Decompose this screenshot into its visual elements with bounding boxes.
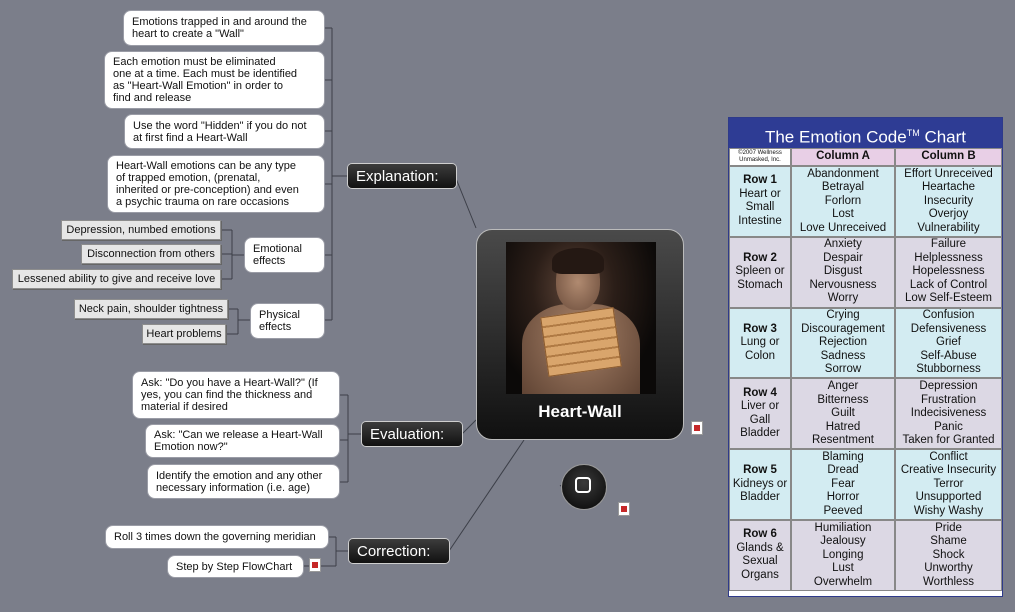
row-label-6: Row 6 Glands & Sexual Organs: [729, 520, 791, 591]
branch-evaluation[interactable]: Evaluation:: [362, 422, 462, 446]
floating-topic-node[interactable]: [561, 464, 607, 510]
row-1-column-b: Effort Unreceived Heartache Insecurity O…: [895, 166, 1002, 237]
chart-title-text: The Emotion Code: [764, 127, 907, 147]
emotional-effects-node[interactable]: Emotional effects: [244, 237, 325, 273]
heart-wall-photo: [506, 242, 656, 394]
chart-copyright: ©2007 Wellness Unmasked, Inc.: [729, 148, 791, 166]
emotion-code-chart: The Emotion CodeTM Chart ©2007 Wellness …: [728, 117, 1003, 597]
row-label-1: Row 1 Heart or Small Intestine: [729, 166, 791, 237]
emotional-effect-1[interactable]: Depression, numbed emotions: [61, 220, 221, 240]
central-topic[interactable]: Heart-Wall: [476, 229, 684, 440]
row-1-column-a: Abandonment Betrayal Forlorn Lost Love U…: [791, 166, 895, 237]
row-label-2: Row 2 Spleen or Stomach: [729, 236, 791, 308]
row-3-column-b: Confusion Defensiveness Grief Self-Abuse…: [895, 307, 1002, 379]
row-label-5: Row 5 Kidneys or Bladder: [729, 449, 791, 520]
physical-effects-node[interactable]: Physical effects: [250, 303, 325, 339]
correction-item-flowchart-link[interactable]: Step by Step FlowChart: [167, 555, 304, 578]
mindmap-link-icon[interactable]: [691, 421, 703, 435]
physical-effect-2[interactable]: Heart problems: [142, 324, 226, 344]
explanation-item-3[interactable]: Use the word "Hidden" if you do not at f…: [124, 114, 325, 149]
mindmap-link-icon[interactable]: [618, 502, 630, 516]
row-label-4: Row 4 Liver or Gall Bladder: [729, 378, 791, 450]
row-5-column-b: Conflict Creative Insecurity Terror Unsu…: [895, 449, 1002, 520]
emotional-effect-3[interactable]: Lessened ability to give and receive lov…: [12, 269, 221, 289]
row-2-column-a: Anxiety Despair Disgust Nervousness Worr…: [791, 236, 895, 308]
evaluation-item-1[interactable]: Ask: "Do you have a Heart-Wall?" (If yes…: [132, 371, 340, 419]
square-icon: [575, 477, 591, 493]
row-3-column-a: Crying Discouragement Rejection Sadness …: [791, 307, 895, 379]
central-topic-title: Heart-Wall: [538, 402, 622, 421]
chart-title-suffix: Chart: [919, 127, 967, 147]
row-5-column-a: Blaming Dread Fear Horror Peeved: [791, 449, 895, 520]
evaluation-item-3[interactable]: Identify the emotion and any other neces…: [147, 464, 340, 499]
row-2-column-b: Failure Helplessness Hopelessness Lack o…: [895, 236, 1002, 308]
explanation-item-4[interactable]: Heart-Wall emotions can be any type of t…: [107, 155, 325, 213]
mindmap-link-icon[interactable]: [309, 558, 321, 572]
row-6-column-a: Humiliation Jealousy Longing Lust Overwh…: [791, 520, 895, 591]
physical-effect-1[interactable]: Neck pain, shoulder tightness: [74, 299, 228, 319]
row-4-column-b: Depression Frustration Indecisiveness Pa…: [895, 378, 1002, 450]
branch-correction[interactable]: Correction:: [349, 539, 449, 563]
explanation-item-2[interactable]: Each emotion must be eliminated one at a…: [104, 51, 325, 109]
branch-explanation[interactable]: Explanation:: [348, 164, 456, 188]
row-4-column-a: Anger Bitterness Guilt Hatred Resentment: [791, 378, 895, 450]
row-6-column-b: Pride Shame Shock Unworthy Worthless: [895, 520, 1002, 591]
correction-item-1[interactable]: Roll 3 times down the governing meridian: [105, 525, 329, 549]
chart-title: The Emotion CodeTM Chart: [729, 118, 1002, 148]
row-label-3: Row 3 Lung or Colon: [729, 307, 791, 379]
column-a-header: Column A: [791, 148, 895, 166]
evaluation-item-2[interactable]: Ask: "Can we release a Heart-Wall Emotio…: [145, 424, 340, 458]
explanation-item-1[interactable]: Emotions trapped in and around the heart…: [123, 10, 325, 46]
trademark-mark: TM: [906, 128, 920, 138]
emotional-effect-2[interactable]: Disconnection from others: [81, 244, 221, 264]
column-b-header: Column B: [895, 148, 1002, 166]
